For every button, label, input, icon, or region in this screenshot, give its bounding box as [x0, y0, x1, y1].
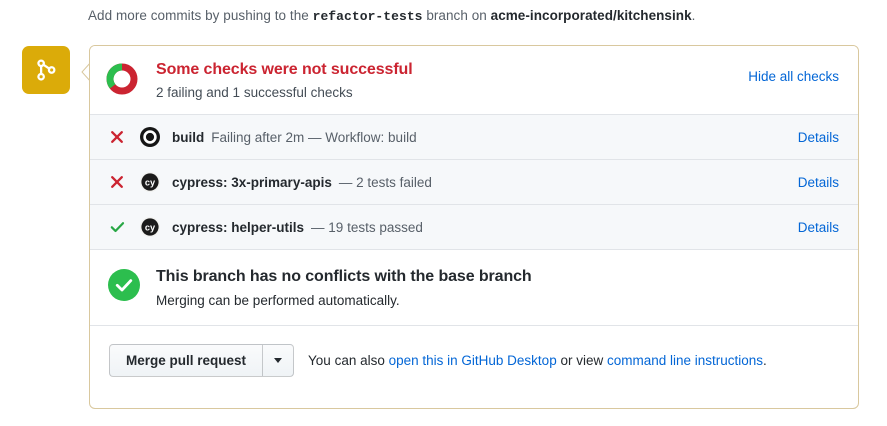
- svg-text:cy: cy: [145, 222, 156, 232]
- timeline-badge: [22, 46, 70, 94]
- svg-text:cy: cy: [145, 177, 156, 187]
- merge-options-dropdown-button[interactable]: [262, 344, 295, 377]
- check-name: cypress: helper-utils: [172, 219, 305, 235]
- hide-all-checks-link[interactable]: Hide all checks: [748, 69, 839, 84]
- check-icon: [110, 220, 140, 234]
- merge-button-group: Merge pull request: [109, 344, 295, 377]
- merge-conflicts-title: This branch has no conflicts with the ba…: [156, 268, 532, 285]
- open-in-github-desktop-link[interactable]: open this in GitHub Desktop: [388, 353, 557, 368]
- details-link[interactable]: Details: [797, 129, 839, 145]
- table-row[interactable]: cy cypress: helper-utils — 19 tests pass…: [90, 204, 858, 249]
- command-line-instructions-link[interactable]: command line instructions: [606, 353, 764, 368]
- check-name: cypress: 3x-primary-apis: [172, 174, 332, 190]
- check-description: Failing after 2m — Workflow: build: [211, 129, 417, 145]
- merge-conflicts-text: This branch has no conflicts with the ba…: [156, 266, 839, 310]
- merge-status-box: Some checks were not successful 2 failin…: [89, 45, 859, 409]
- x-icon: [110, 175, 140, 189]
- checks-status-text: Some checks were not successful 2 failin…: [156, 60, 838, 102]
- notice-prefix: Add more commits by pushing to the: [88, 8, 313, 23]
- merge-note-suffix: .: [763, 353, 767, 368]
- table-row[interactable]: build Failing after 2m — Workflow: build…: [90, 114, 858, 159]
- checks-list: build Failing after 2m — Workflow: build…: [90, 114, 858, 249]
- check-description: — 2 tests failed: [338, 174, 432, 190]
- circleci-icon: [140, 127, 172, 147]
- details-link[interactable]: Details: [797, 219, 839, 235]
- table-row[interactable]: cy cypress: 3x-primary-apis — 2 tests fa…: [90, 159, 858, 204]
- check-name: build: [172, 129, 205, 145]
- checks-status-subtitle: 2 failing and 1 successful checks: [156, 85, 353, 100]
- chevron-down-icon: [274, 358, 283, 363]
- merge-pull-request-button[interactable]: Merge pull request: [109, 344, 263, 377]
- checks-status-header: Some checks were not successful 2 failin…: [90, 46, 858, 114]
- notice-suffix: .: [691, 8, 696, 23]
- merge-action-bar: Merge pull request You can also open thi…: [90, 325, 858, 395]
- details-link[interactable]: Details: [797, 174, 839, 190]
- push-more-commits-notice: Add more commits by pushing to the refac…: [88, 8, 695, 24]
- merge-note-middle: or view: [556, 353, 607, 368]
- branch-name: refactor-tests: [312, 9, 423, 24]
- git-branch-icon: [33, 57, 59, 83]
- merge-conflicts-subtitle: Merging can be performed automatically.: [156, 293, 400, 308]
- check-circle-icon: [108, 269, 140, 306]
- notice-middle: branch on: [422, 8, 491, 23]
- cypress-icon: cy: [140, 217, 172, 237]
- checks-status-title: Some checks were not successful: [156, 61, 413, 78]
- merge-conflicts-status: This branch has no conflicts with the ba…: [90, 249, 858, 325]
- repository-name: acme-incorporated/kitchensink: [490, 8, 692, 23]
- cypress-icon: cy: [140, 172, 172, 192]
- merge-help-note: You can also open this in GitHub Desktop…: [308, 353, 767, 368]
- checks-donut-icon: [106, 63, 138, 100]
- check-description: — 19 tests passed: [311, 219, 423, 235]
- merge-note-prefix: You can also: [308, 353, 389, 368]
- x-icon: [110, 130, 140, 144]
